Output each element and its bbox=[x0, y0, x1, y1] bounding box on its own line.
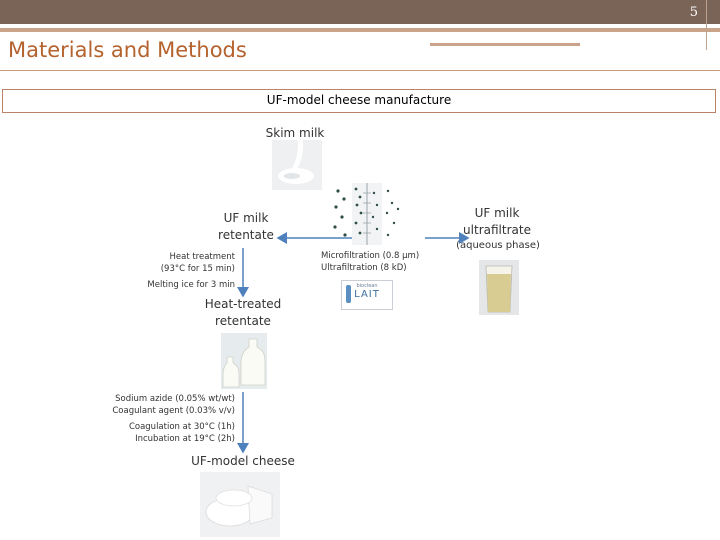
milk-bottles-image bbox=[221, 333, 267, 389]
ultrafiltration-step: Ultrafiltration (8 kD) bbox=[321, 263, 407, 273]
decorative-line-short bbox=[430, 43, 580, 46]
skim-milk-image bbox=[272, 140, 322, 190]
incubation-step: Incubation at 19°C (2h) bbox=[135, 434, 235, 444]
coagulation-step: Coagulation at 30°C (1h) bbox=[128, 422, 235, 432]
heat-treated-label-line1: Heat-treated bbox=[204, 297, 282, 311]
uf-cheese-label: UF-model cheese bbox=[191, 454, 295, 468]
section-banner: UF-model cheese manufacture bbox=[2, 89, 716, 113]
heat-treatment-conditions: (93°C for 15 min) bbox=[160, 264, 235, 274]
decorative-vertical-line bbox=[706, 0, 707, 50]
title-rule bbox=[0, 70, 720, 71]
top-bar bbox=[0, 0, 720, 24]
ultrafiltrate-label-line3: (aqueous phase) bbox=[456, 240, 540, 251]
filtration-membrane-image bbox=[333, 183, 400, 245]
melting-ice-step: Melting ice for 3 min bbox=[147, 280, 235, 290]
cheese-image bbox=[200, 472, 280, 537]
bioclean-lait-logo: bioclean LAIT bbox=[341, 280, 393, 310]
coagulant-step: Coagulant agent (0.03% v/v) bbox=[112, 406, 235, 416]
skim-milk-label: Skim milk bbox=[265, 126, 325, 140]
heat-treatment-step: Heat treatment bbox=[169, 252, 235, 262]
uf-retentate-label-line1: UF milk bbox=[223, 211, 269, 225]
page-number: 5 bbox=[689, 5, 698, 20]
logo-text-top: bioclean bbox=[356, 283, 378, 289]
ultrafiltrate-glass-image bbox=[479, 260, 519, 315]
logo-text-main: LAIT bbox=[354, 289, 380, 300]
ultrafiltrate-label-line1: UF milk bbox=[474, 206, 520, 220]
logo-mark bbox=[346, 285, 351, 303]
uf-retentate-label-line2: retentate bbox=[218, 228, 274, 242]
heat-treated-label-line2: retentate bbox=[215, 314, 271, 328]
slide-title: Materials and Methods bbox=[8, 38, 247, 62]
ultrafiltrate-label-line2: ultrafiltrate bbox=[463, 223, 531, 237]
decorative-line bbox=[0, 28, 720, 32]
microfiltration-step: Microfiltration (0.8 µm) bbox=[321, 251, 420, 261]
sodium-azide-step: Sodium azide (0.05% wt/wt) bbox=[115, 394, 235, 404]
